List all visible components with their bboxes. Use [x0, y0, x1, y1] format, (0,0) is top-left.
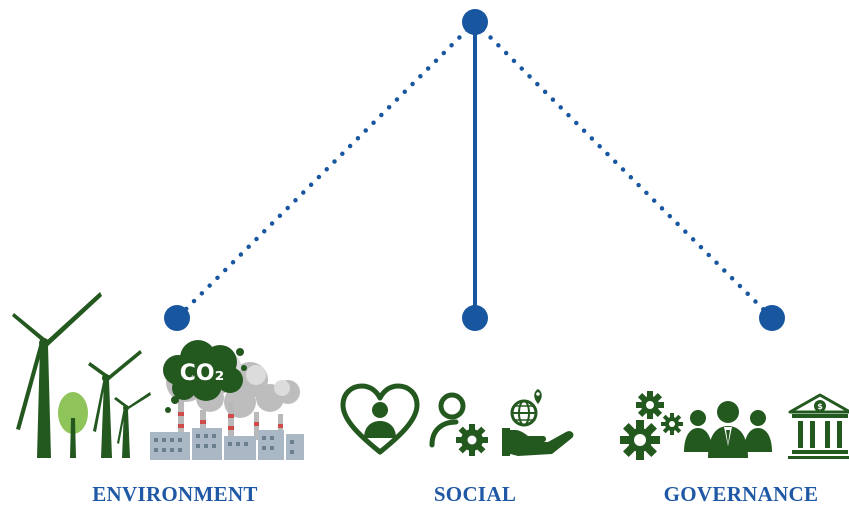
connector-governance	[472, 19, 775, 321]
environment-icons: CO₂	[12, 292, 304, 460]
business-people-icon	[684, 401, 772, 458]
environment-label: ENVIRONMENT	[92, 482, 258, 506]
governance-icons: $	[620, 391, 849, 460]
bank-icon: $	[788, 393, 849, 459]
tree-icon	[58, 392, 88, 458]
connector-environment	[174, 19, 478, 321]
gears-icon	[620, 391, 683, 460]
factory-co2-icon: CO₂	[150, 340, 304, 460]
environment-node	[164, 305, 190, 331]
governance-node	[759, 305, 785, 331]
connectors	[174, 19, 775, 321]
social-node	[462, 305, 488, 331]
root-node	[462, 9, 488, 35]
hand-globe-icon	[502, 389, 574, 456]
wind-turbine-icon	[114, 392, 151, 458]
wind-turbine-icon	[88, 350, 142, 458]
wind-turbine-icon	[12, 292, 102, 458]
person-gear-icon	[429, 392, 488, 456]
governance-label: GOVERNANCE	[663, 482, 819, 506]
heart-person-icon	[340, 383, 420, 455]
social-icons	[340, 383, 574, 456]
co2-cloud-icon	[163, 340, 247, 413]
svg-text:$: $	[817, 402, 823, 411]
social-label: SOCIAL	[433, 482, 517, 506]
co2-badge-text: CO₂	[180, 361, 224, 386]
